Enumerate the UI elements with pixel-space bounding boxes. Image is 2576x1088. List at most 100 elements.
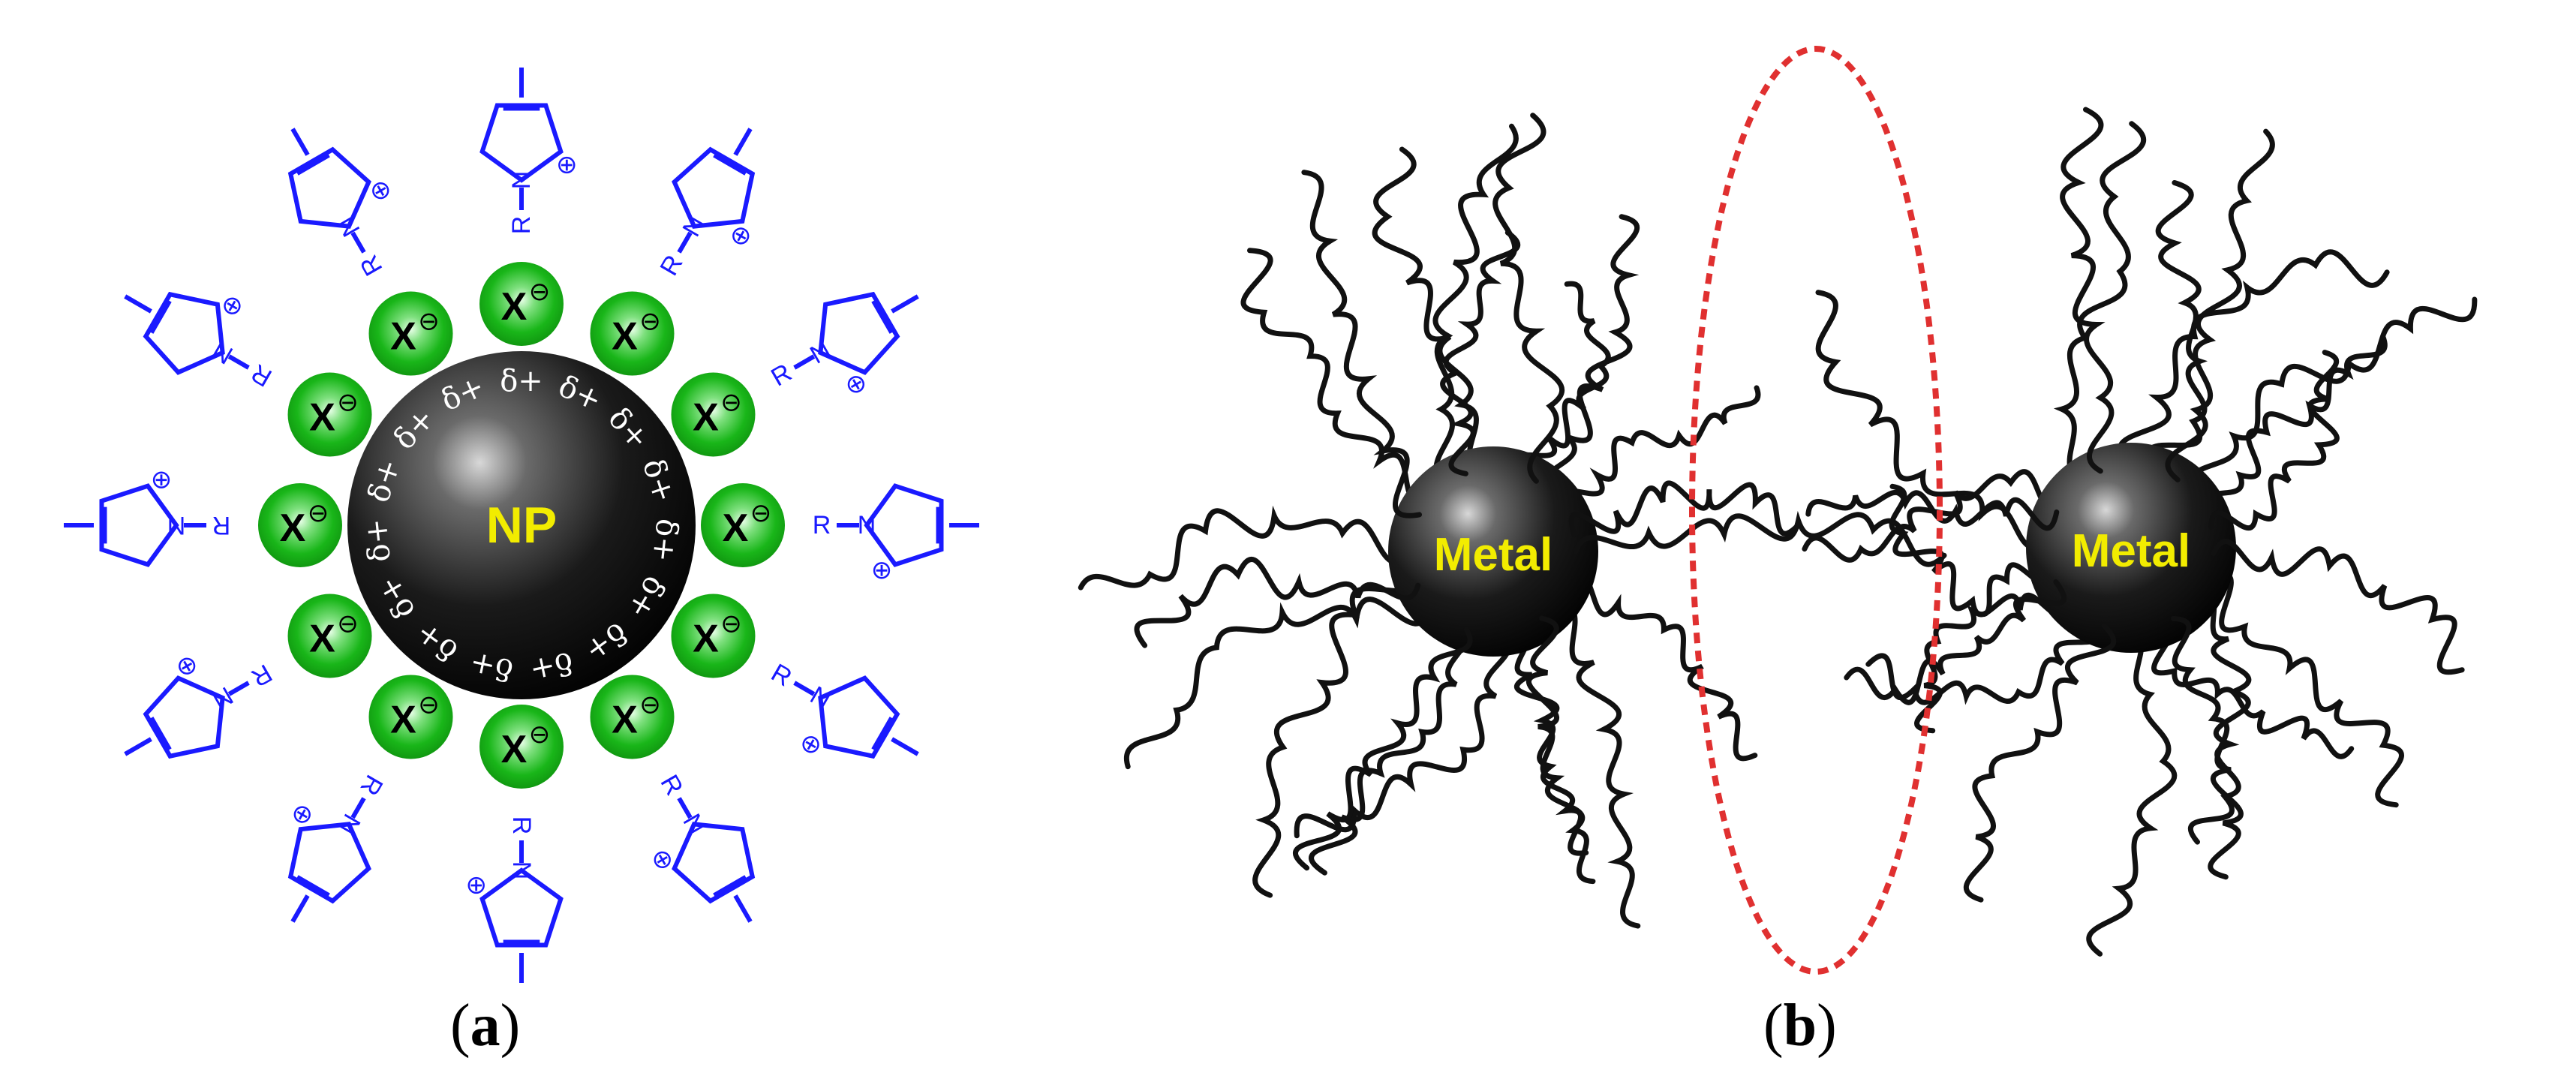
polymer-chain-icon bbox=[1844, 579, 2067, 705]
cation-substituent-label: R bbox=[813, 511, 831, 539]
polymer-chain-icon bbox=[1432, 123, 1519, 485]
polymer-chain-icon bbox=[1963, 623, 2117, 903]
ring-atom-label: N bbox=[507, 171, 536, 190]
anion-sphere-icon bbox=[590, 291, 675, 376]
ring-atom-label: N bbox=[332, 211, 365, 241]
polymer-chain-icon bbox=[1525, 615, 1596, 885]
anion-label: X bbox=[390, 698, 416, 741]
polymer-chain-icon bbox=[1301, 170, 1422, 518]
anion-sphere-icon bbox=[671, 372, 756, 457]
polymer-chain-icon bbox=[2165, 128, 2275, 482]
anion-label: X bbox=[309, 618, 335, 661]
polymer-chain-icon bbox=[1440, 230, 1521, 476]
polymer-chain-icon bbox=[2171, 615, 2244, 880]
anion-item: X⊖ bbox=[287, 594, 372, 678]
caption-b-letter: b bbox=[1783, 993, 1817, 1059]
anion-item: X⊖ bbox=[368, 291, 453, 376]
anion-sphere-icon bbox=[701, 483, 785, 567]
anion-label: X bbox=[501, 728, 528, 771]
anion-label: X bbox=[612, 315, 638, 359]
anion-charge-label: ⊖ bbox=[720, 388, 742, 418]
anion-label: X bbox=[693, 396, 719, 440]
polymer-chain-icon bbox=[1556, 385, 1761, 512]
anion-label: X bbox=[309, 396, 335, 440]
polymer-chain-icon bbox=[1805, 489, 2060, 531]
anion-charge-label: ⊖ bbox=[639, 690, 661, 720]
cation-substituent-label: R bbox=[354, 250, 388, 280]
np-label: NP bbox=[486, 497, 557, 554]
ring-atom-label: N bbox=[207, 681, 237, 714]
imidazolium-cation-icon: RN⊕ bbox=[124, 648, 277, 759]
cation-charge-label: ⊕ bbox=[461, 875, 491, 897]
surface-charge-label: δ+ bbox=[645, 517, 684, 564]
polymer-chain-icon bbox=[1550, 604, 1641, 929]
anion-item: X⊖ bbox=[701, 483, 785, 567]
anion-sphere-icon bbox=[258, 483, 342, 567]
polymer-chain-icon bbox=[1293, 627, 1473, 871]
surface-charge-label: δ+ bbox=[359, 517, 398, 564]
polymer-chain-icon bbox=[2149, 623, 2355, 759]
ring-atom-label: N bbox=[207, 335, 237, 369]
anion-charge-label: ⊖ bbox=[308, 498, 329, 528]
polymer-chain-icon bbox=[1565, 573, 1758, 762]
anion-item: X⊖ bbox=[479, 262, 564, 346]
ring-atom-label: N bbox=[332, 809, 365, 839]
imidazolium-cation-icon: RN⊕ bbox=[766, 291, 919, 402]
cation-charge-label: ⊕ bbox=[151, 465, 173, 495]
imidazolium-cation-icon: RN⊕ bbox=[766, 658, 919, 762]
polymer-chain-icon bbox=[2188, 296, 2478, 497]
polymer-chain-icon bbox=[1240, 248, 1435, 504]
cation-charge-label: ⊕ bbox=[871, 555, 893, 585]
anion-label: X bbox=[693, 618, 719, 661]
polymer-chain-icon bbox=[2211, 539, 2465, 675]
cation-substituent-label: R bbox=[212, 511, 231, 539]
ring-atom-label: N bbox=[677, 809, 711, 839]
metal-label-left: Metal bbox=[1434, 529, 1553, 581]
anion-label: X bbox=[612, 698, 638, 741]
imidazolium-cation-icon: RN⊕ bbox=[284, 770, 389, 923]
cation-substituent-label: R bbox=[766, 358, 796, 392]
imidazolium-cation-icon: RN⊕ bbox=[461, 816, 564, 983]
caption-b: (b) bbox=[1763, 993, 1837, 1059]
polymer-chain-icon bbox=[2146, 180, 2208, 472]
nanoparticle-core-icon bbox=[347, 351, 696, 699]
cation-substituent-label: R bbox=[354, 770, 388, 800]
polymer-chain-icon bbox=[2118, 249, 2390, 468]
ring-atom-label: N bbox=[805, 681, 835, 714]
anion-item: X⊖ bbox=[671, 594, 756, 678]
anion-label: X bbox=[501, 285, 528, 329]
imidazolium-cation-icon: RN⊕ bbox=[645, 770, 756, 923]
imidazolium-cation-icon: RN⊕ bbox=[287, 128, 398, 281]
panel-b: Metal Metal bbox=[1078, 46, 2478, 975]
anion-charge-label: ⊖ bbox=[337, 609, 359, 639]
polymer-chain-icon bbox=[2201, 335, 2388, 514]
anion-charge-label: ⊖ bbox=[337, 388, 359, 418]
anion-charge-label: ⊖ bbox=[418, 307, 440, 337]
polymer-chain-icon bbox=[2205, 571, 2404, 808]
polymer-chain-icon bbox=[1542, 214, 1640, 497]
anion-item: X⊖ bbox=[258, 483, 342, 567]
cation-substituent-label: R bbox=[654, 250, 688, 280]
polymer-chain-icon bbox=[1815, 290, 2051, 551]
cation-substituent-label: R bbox=[246, 358, 276, 392]
polymer-chain-icon bbox=[1078, 505, 1414, 591]
polymer-chain-icon bbox=[1914, 562, 2054, 734]
anion-sphere-icon bbox=[479, 262, 564, 346]
polymer-chain-icon bbox=[1309, 623, 1469, 876]
polymer-chain-icon bbox=[1865, 618, 2103, 705]
anion-item: X⊖ bbox=[368, 675, 453, 759]
metal-particle-left-icon bbox=[1388, 446, 1598, 657]
cation-substituent-label: R bbox=[766, 658, 796, 692]
anion-charge-label: ⊖ bbox=[750, 498, 772, 528]
caption-a: (a) bbox=[450, 993, 521, 1059]
imidazolium-cation-icon: RN⊕ bbox=[479, 68, 582, 234]
overlap-region-ellipse-icon bbox=[1689, 46, 1943, 975]
ring-atom-label: N bbox=[167, 511, 186, 539]
cation-substituent-label: R bbox=[246, 658, 276, 692]
cation-substituent-label: R bbox=[654, 770, 688, 800]
anion-sphere-icon bbox=[287, 594, 372, 678]
metal-label-right: Metal bbox=[2072, 525, 2190, 577]
